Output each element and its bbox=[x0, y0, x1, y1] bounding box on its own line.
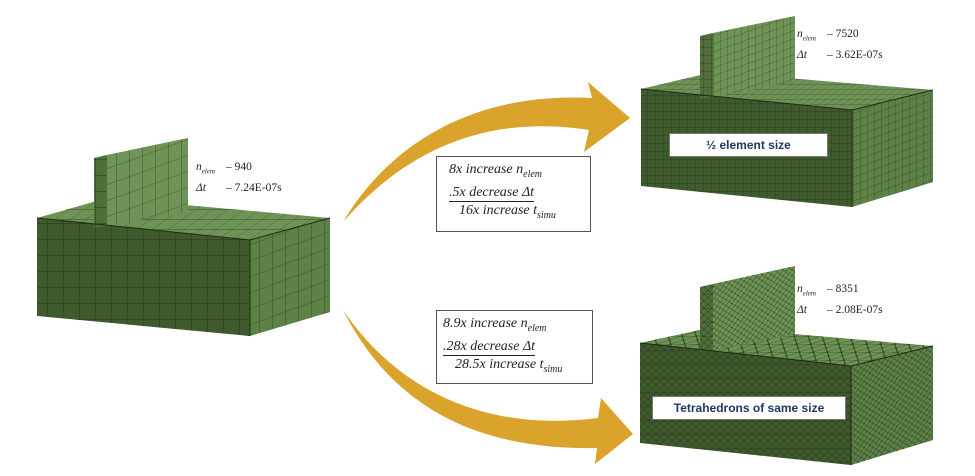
line3-prefix: 16x increase bbox=[459, 202, 534, 218]
arrow-to-tetrahedrons bbox=[343, 310, 633, 464]
line3-prefix: 28.5x increase bbox=[455, 356, 540, 372]
n-elem-sub: elem bbox=[802, 34, 816, 43]
dt-value: – 2.08E-07s bbox=[827, 304, 883, 317]
dt-value: – 3.62E-07s bbox=[827, 49, 883, 62]
line3-var: t bbox=[533, 202, 538, 218]
line2: .5x decrease Δt bbox=[449, 184, 535, 202]
line1-prefix: 8x increase bbox=[449, 162, 517, 177]
left-mesh-model bbox=[36, 138, 331, 336]
n-elem-sub: elem bbox=[201, 167, 215, 176]
line3-var: t bbox=[539, 356, 544, 372]
line1-sub: elem bbox=[527, 322, 547, 334]
line1-var: n bbox=[520, 316, 528, 331]
bottom-right-model-labels: nelem – 8351 Δt – 2.08E-07s bbox=[797, 281, 883, 319]
n-elem-label: n bbox=[797, 28, 803, 40]
n-elem-label: n bbox=[797, 283, 803, 295]
line1-prefix: 8.9x increase bbox=[443, 316, 521, 331]
dt-label: Δt bbox=[797, 304, 807, 317]
n-elem-value: – 7520 bbox=[827, 28, 859, 40]
line2: .28x decrease Δt bbox=[443, 338, 536, 356]
arrow-to-half-element bbox=[343, 82, 630, 222]
line1-sub: elem bbox=[523, 168, 543, 180]
line3-sub: simu bbox=[543, 363, 563, 375]
dt-value: – 7.24E-07s bbox=[226, 182, 282, 195]
line1-var: n bbox=[516, 162, 524, 177]
dt-label: Δt bbox=[196, 182, 206, 195]
top-comparison-box: 8x increase nelem .5x decrease Δt 16x in… bbox=[436, 156, 591, 232]
top-right-mesh-model bbox=[640, 16, 934, 207]
n-elem-value: – 940 bbox=[226, 161, 252, 173]
half-element-size-tag: ½ element size bbox=[669, 133, 828, 157]
dt-label: Δt bbox=[797, 49, 807, 62]
top-right-model-labels: nelem – 7520 Δt – 3.62E-07s bbox=[797, 26, 883, 64]
bottom-right-mesh-model bbox=[639, 266, 934, 465]
line3-sub: simu bbox=[537, 209, 556, 221]
tetrahedrons-tag: Tetrahedrons of same size bbox=[652, 396, 846, 420]
n-elem-label: n bbox=[196, 161, 202, 173]
n-elem-sub: elem bbox=[802, 289, 816, 298]
n-elem-value: – 8351 bbox=[827, 283, 859, 295]
bottom-comparison-box: 8.9x increase nelem .28x decrease Δt 28.… bbox=[436, 310, 593, 384]
left-model-labels: nelem – 940 Δt – 7.24E-07s bbox=[196, 159, 282, 197]
